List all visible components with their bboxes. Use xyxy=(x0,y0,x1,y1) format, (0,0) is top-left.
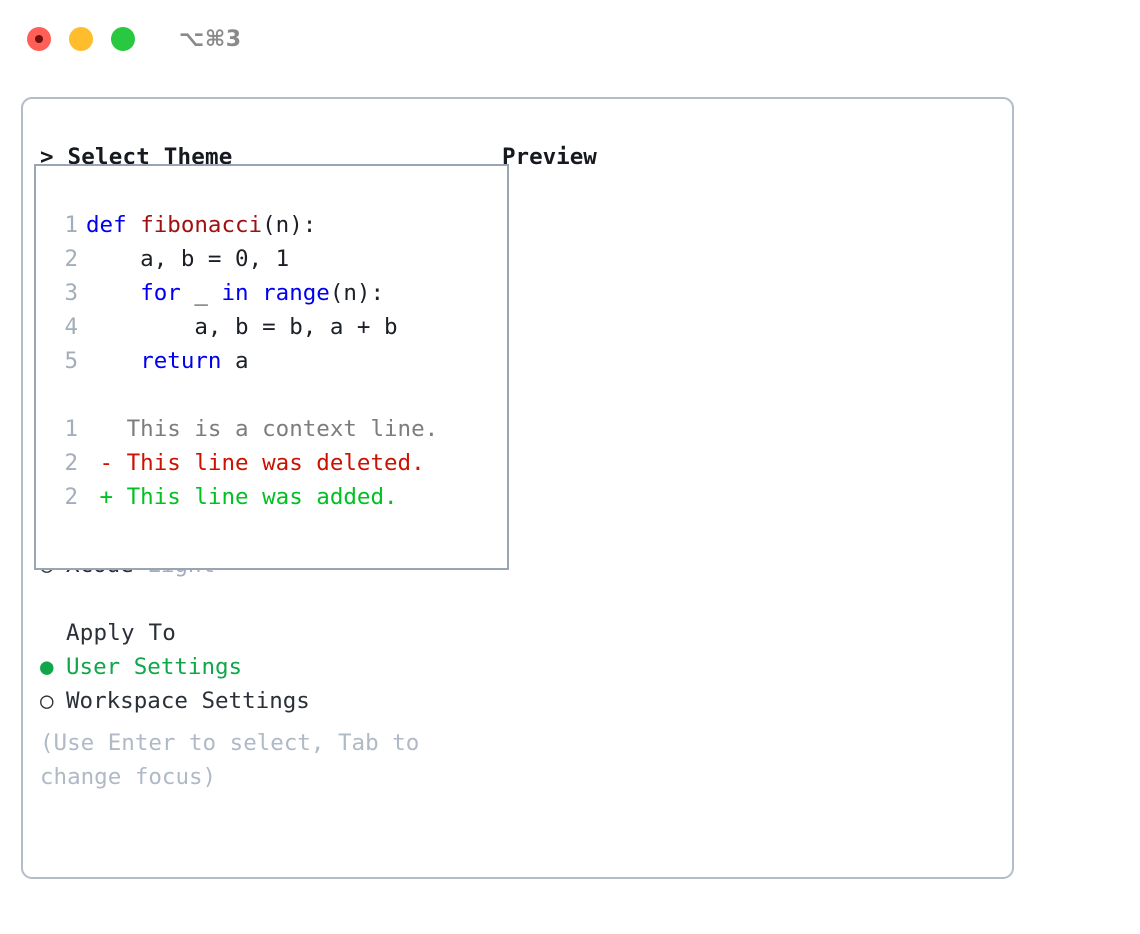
diff-line: 2 - This line was deleted. xyxy=(50,446,507,480)
code-line: 4 a, b = b, a + b xyxy=(50,310,507,344)
line-number: 3 xyxy=(64,280,78,306)
code-token: - This line was deleted. xyxy=(86,450,425,476)
code-token: in xyxy=(221,280,249,306)
code-diff-separator xyxy=(50,378,507,412)
code-token: a xyxy=(221,348,249,374)
line-number: 2 xyxy=(64,484,78,510)
code-token: a, b = 0, 1 xyxy=(86,246,290,272)
line-number: 2 xyxy=(64,450,78,476)
minimize-button[interactable] xyxy=(69,27,93,51)
code-token: return xyxy=(140,348,222,374)
preview-column: Preview xyxy=(502,140,1002,174)
line-number: 2 xyxy=(64,246,78,272)
radio-selected-icon: ● xyxy=(40,654,54,680)
apply-to-list: ● User Settings ○ Workspace Settings xyxy=(40,650,510,718)
main-panel: > Select Theme ○ANSI Dark○Atom One Dark○… xyxy=(21,97,1014,879)
diff-line: 1 This is a context line. xyxy=(50,412,507,446)
code-token: _ xyxy=(180,280,222,306)
traffic-light-controls xyxy=(27,27,135,51)
code-line: 2 a, b = 0, 1 xyxy=(50,242,507,276)
code-token xyxy=(86,280,140,306)
code-token: + This line was added. xyxy=(86,484,398,510)
code-token: def xyxy=(86,212,141,238)
diff-line: 2 + This line was added. xyxy=(50,480,507,514)
code-token: range xyxy=(262,280,330,306)
apply-to-option-label: Workspace Settings xyxy=(66,688,310,714)
line-number: 4 xyxy=(64,314,78,340)
code-line: 3 for _ in range(n): xyxy=(50,276,507,310)
code-token: fibonacci xyxy=(140,212,263,238)
apply-to-option-workspace-settings[interactable]: ○ Workspace Settings xyxy=(40,684,510,718)
code-line: 5 return a xyxy=(50,344,507,378)
line-number: 1 xyxy=(64,416,78,442)
maximize-button[interactable] xyxy=(111,27,135,51)
code-token: a, b = b, a + b xyxy=(86,314,398,340)
radio-unselected-icon: ○ xyxy=(40,688,54,714)
title-bar: ⌥⌘3 xyxy=(0,0,1140,78)
code-line: 1 def fibonacci(n): xyxy=(50,208,507,242)
apply-to-option-user-settings[interactable]: ● User Settings xyxy=(40,650,510,684)
list-spacer xyxy=(40,582,510,616)
code-token: for xyxy=(140,280,181,306)
code-token: This is a context line. xyxy=(86,416,439,442)
code-token xyxy=(249,280,263,306)
line-number: 1 xyxy=(64,212,78,238)
code-token: (n): xyxy=(329,280,385,306)
line-number: 5 xyxy=(64,348,78,374)
preview-heading: Preview xyxy=(502,144,597,170)
apply-to-option-label: User Settings xyxy=(66,654,243,680)
keyboard-shortcut-label: ⌥⌘3 xyxy=(179,26,242,52)
apply-to-heading: Apply To xyxy=(66,620,176,646)
close-button[interactable] xyxy=(27,27,51,51)
diff-sample: 1 This is a context line.2 - This line w… xyxy=(50,412,507,514)
close-icon xyxy=(35,35,43,43)
code-token xyxy=(86,348,140,374)
code-token: (n): xyxy=(262,212,317,238)
keyboard-hint-text: (Use Enter to select, Tab to change focu… xyxy=(40,730,420,790)
